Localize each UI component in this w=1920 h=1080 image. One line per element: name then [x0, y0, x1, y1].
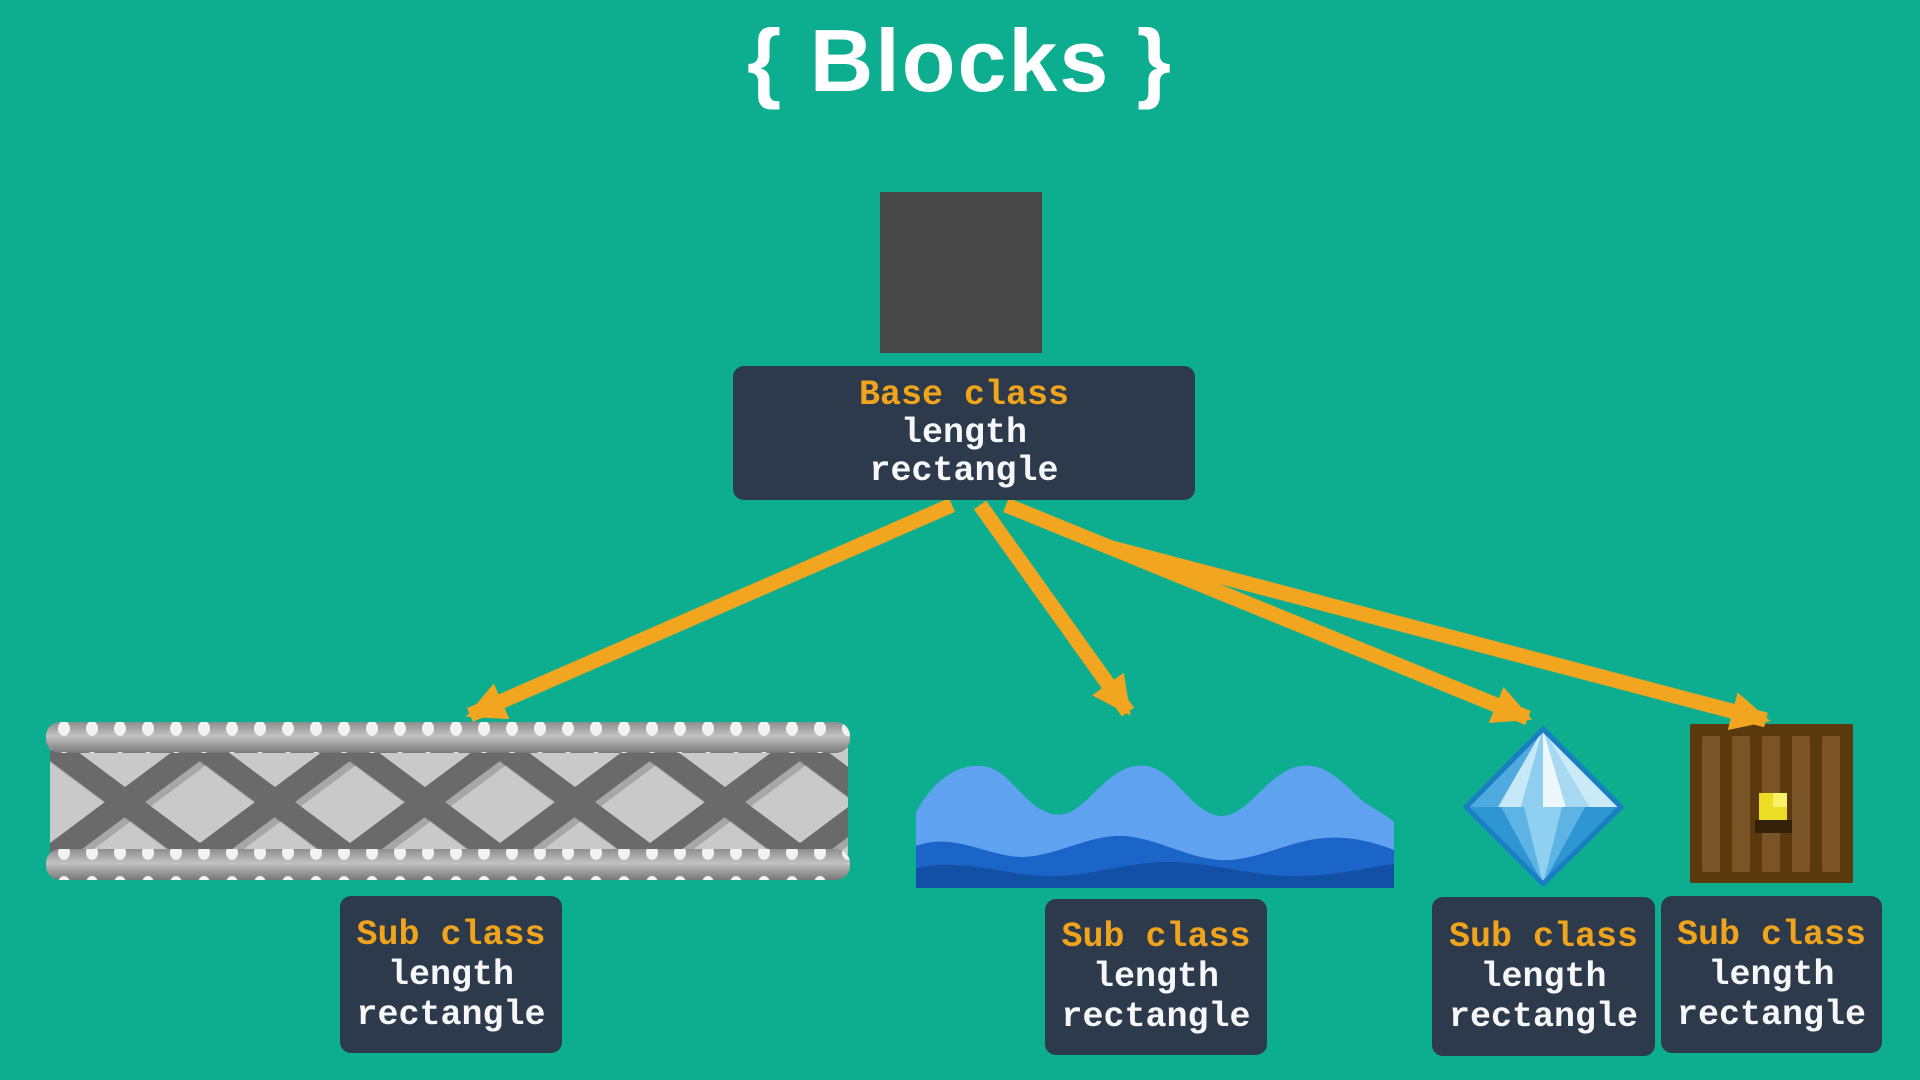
sub-class-title: Sub class [1676, 914, 1867, 955]
water-waves-sprite [916, 765, 1394, 888]
page-title: { Blocks } [747, 11, 1173, 110]
blue-diamond-sprite [1463, 726, 1624, 887]
sub-class-attr-rectangle: rectangle [1448, 996, 1639, 1037]
wooden-crate-sprite [1690, 724, 1853, 883]
sub-class-box-girder: Sub class length rectangle [340, 896, 562, 1053]
base-class-attr-rectangle: rectangle [869, 451, 1059, 491]
sub-class-box-water: Sub class length rectangle [1045, 899, 1267, 1055]
sub-class-attr-rectangle: rectangle [356, 994, 546, 1035]
arrow-to-crate [1110, 540, 1771, 731]
sub-class-box-diamond: Sub class length rectangle [1432, 897, 1655, 1056]
sub-class-attr-length: length [1480, 956, 1607, 997]
sub-class-box-crate: Sub class length rectangle [1661, 896, 1882, 1053]
sub-class-attr-length: length [387, 954, 515, 995]
gray-block-sprite [880, 192, 1042, 353]
arrow-to-diamond [1003, 498, 1533, 725]
sub-class-attr-rectangle: rectangle [1061, 997, 1251, 1037]
sub-class-attr-length: length [1708, 954, 1835, 995]
metal-girder-sprite [46, 722, 850, 880]
base-class-title: Base class [858, 375, 1070, 415]
sub-class-attr-rectangle: rectangle [1676, 994, 1867, 1035]
sub-class-attr-length: length [1092, 957, 1220, 997]
arrow-to-girder [465, 498, 955, 722]
sub-class-title: Sub class [1061, 917, 1251, 957]
inheritance-arrows [465, 498, 1771, 731]
base-class-attr-length: length [900, 413, 1028, 453]
sub-class-title: Sub class [1448, 916, 1639, 957]
arrow-to-water [973, 500, 1135, 717]
base-class-box: Base class length rectangle [733, 366, 1195, 500]
sub-class-title: Sub class [356, 914, 546, 955]
